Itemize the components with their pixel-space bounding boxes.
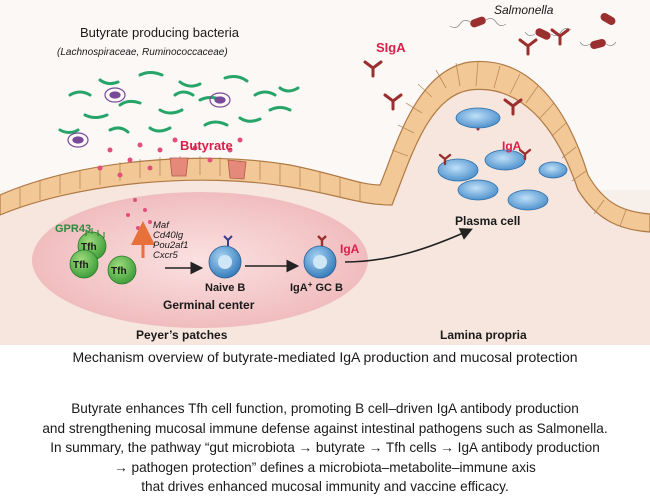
salmonella-label: Salmonella	[494, 3, 554, 17]
salmonella-bacteria	[449, 13, 617, 50]
gene-cd40lg: Cd40lg	[153, 230, 184, 241]
naive-b-label: Naive B	[205, 282, 245, 294]
tfh-label-3: Tfh	[111, 266, 127, 277]
summary-line: In summary, the pathway “gut microbiota …	[50, 440, 600, 456]
germinal-center	[32, 192, 368, 328]
gc-b-to-plasma-arrow	[344, 228, 473, 263]
gpr43-label: GPR43	[55, 223, 91, 235]
bacteria-colonies	[67, 87, 231, 148]
summary-line: Butyrate enhances Tfh cell function, pro…	[71, 401, 579, 416]
bacteria-title: Butyrate producing bacteria	[80, 25, 240, 40]
butyrate-molecules	[97, 137, 243, 230]
bacteria-families: (Lachnospiraceae, Ruminococcaceae)	[57, 47, 228, 58]
tfh-label-2: Tfh	[73, 260, 89, 271]
gene-cxcr5: Cxcr5	[153, 250, 179, 261]
gene-maf: Maf	[153, 220, 170, 231]
summary-line: and strengthening mucosal immune defense…	[42, 420, 608, 436]
figure-caption: Mechanism overview of butyrate-mediated …	[72, 349, 578, 365]
gene-pou2af1: Pou2af1	[153, 240, 188, 251]
summary-line: → pathogen protection” defines a microbi…	[114, 459, 536, 475]
iga-gc-label: IgA	[340, 242, 360, 256]
tfh-cells	[69, 228, 137, 285]
bacteria-cluster	[58, 71, 300, 134]
iga-gc-b-label: IgA+ GC B	[290, 280, 343, 294]
tfh-label-1: Tfh	[81, 242, 97, 253]
lamina-propria-label: Lamina propria	[440, 328, 527, 342]
summary-line: that drives enhanced mucosal immunity an…	[141, 479, 509, 495]
plasma-cell-label: Plasma cell	[455, 214, 520, 228]
iga-lamina-label: IgA	[502, 139, 522, 153]
naive-b-cell	[208, 235, 242, 279]
plasma-cells	[437, 107, 568, 211]
germinal-center-label: Germinal center	[163, 298, 255, 312]
mechanism-diagram: Butyrate producing bacteria (Lachnospira…	[0, 0, 650, 345]
peyers-patches-label: Peyer’s patches	[136, 328, 228, 342]
siga-label: SIgA	[376, 40, 406, 55]
butyrate-label: Butyrate	[180, 138, 233, 153]
iga-gc-b-cell	[303, 235, 337, 279]
summary-text: Butyrate enhances Tfh cell function, pro…	[0, 399, 650, 497]
